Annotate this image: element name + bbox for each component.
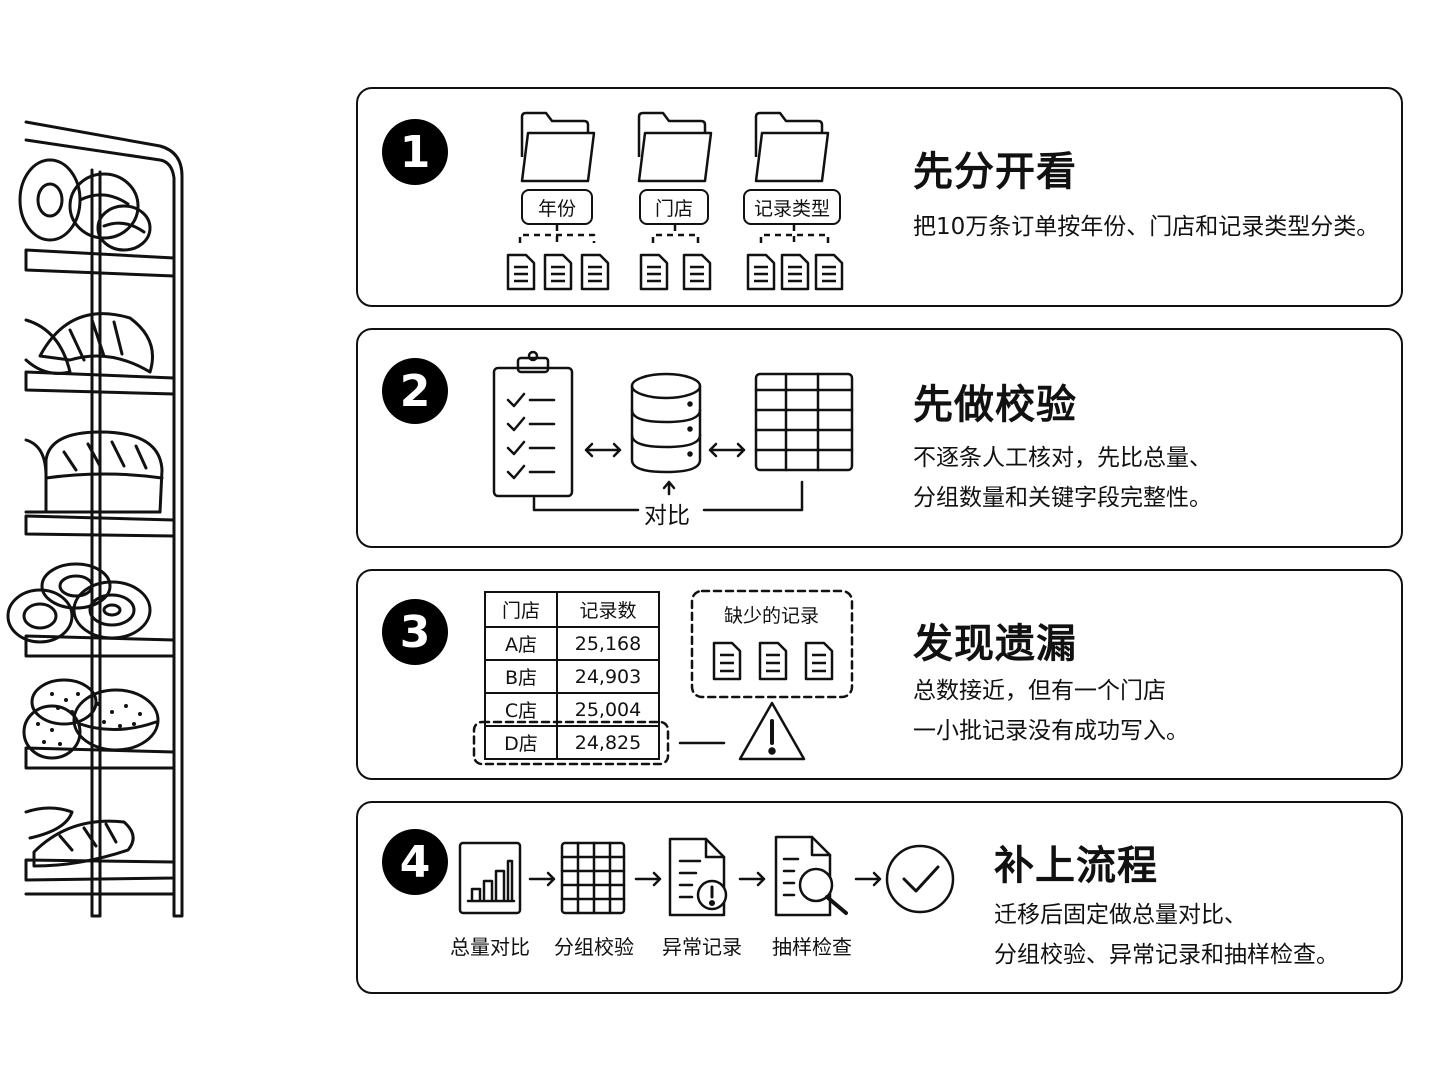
document-icon [580, 253, 610, 291]
document-icon [758, 641, 788, 681]
document-icon [506, 253, 536, 291]
step-number-badge: 1 [382, 119, 448, 185]
step-description: 不逐条人工核对，先比总量、 分组数量和关键字段完整性。 [913, 445, 1212, 511]
compare-label: 对比 [644, 503, 690, 529]
table-header-cell: 记录数 [556, 591, 660, 628]
step-title: 补上流程 [994, 843, 1158, 889]
document-icon [682, 253, 712, 291]
step-number-badge: 2 [382, 358, 448, 424]
table-grid-icon [754, 372, 854, 472]
missing-records-label: 缺少的记录 [724, 605, 820, 627]
process-flow-diagram [458, 835, 955, 917]
classification-diagram [506, 111, 844, 291]
flow-label-total-compare: 总量对比 [450, 935, 530, 959]
step-card-1: 1 [356, 87, 1403, 307]
document-icon [804, 641, 834, 681]
tag-record-type: 记录类型 [743, 189, 841, 225]
grid-table-icon [560, 841, 626, 915]
step-number-badge: 3 [382, 599, 448, 665]
anomaly-document-icon [668, 837, 728, 917]
folder-icon [520, 111, 596, 183]
document-icon [746, 253, 776, 291]
document-icon [780, 253, 810, 291]
step-card-4: 4 [356, 801, 1403, 994]
document-icon [712, 641, 742, 681]
document-icon [814, 253, 844, 291]
table-cell: 24,903 [556, 659, 660, 694]
step-number-badge: 4 [382, 829, 448, 895]
table-cell: B店 [484, 659, 558, 694]
step-description: 把10万条订单按年份、门店和记录类型分类。 [913, 214, 1380, 240]
table-cell: A店 [484, 626, 558, 661]
document-icon [639, 253, 669, 291]
table-header-row: 门店 记录数 [484, 591, 660, 628]
step-description: 总数接近，但有一个门店 一小批记录没有成功写入。 [913, 678, 1189, 744]
step-title: 先做校验 [913, 382, 1077, 428]
missing-records-diagram [472, 589, 854, 766]
flow-label-sampling-check: 抽样检查 [772, 935, 852, 959]
folder-icon [754, 111, 830, 183]
step-description: 迁移后固定做总量对比、 分组校验、异常记录和抽样检查。 [994, 902, 1339, 968]
bakery-shelf-illustration [6, 120, 184, 918]
bar-chart-icon [458, 841, 522, 915]
table-row: B店 24,903 [484, 659, 660, 694]
validation-diagram [492, 350, 854, 512]
document-icon [543, 253, 573, 291]
flow-label-group-check: 分组校验 [554, 935, 634, 959]
inspect-document-icon [774, 835, 848, 917]
step-title: 发现遗漏 [913, 621, 1077, 667]
database-icon [630, 372, 702, 474]
table-header-cell: 门店 [484, 591, 558, 628]
checklist-icon [492, 350, 574, 498]
table-cell: D店 [484, 725, 558, 760]
tag-store: 门店 [639, 189, 709, 225]
table-row-highlighted: D店 24,825 [484, 725, 660, 760]
table-row: A店 25,168 [484, 626, 660, 661]
folder-icon [637, 111, 713, 183]
check-circle-icon [885, 844, 955, 914]
flow-label-anomaly-record: 异常记录 [662, 935, 742, 959]
step-card-2: 2 [356, 328, 1403, 548]
table-cell: 25,168 [556, 626, 660, 661]
table-cell: 24,825 [556, 725, 660, 760]
step-title: 先分开看 [913, 149, 1077, 195]
warning-icon [738, 701, 806, 761]
tag-year: 年份 [521, 189, 593, 225]
step-card-3: 3 门店 记录数 A店 25,168 B店 24,903 C店 25,004 D… [356, 569, 1403, 780]
